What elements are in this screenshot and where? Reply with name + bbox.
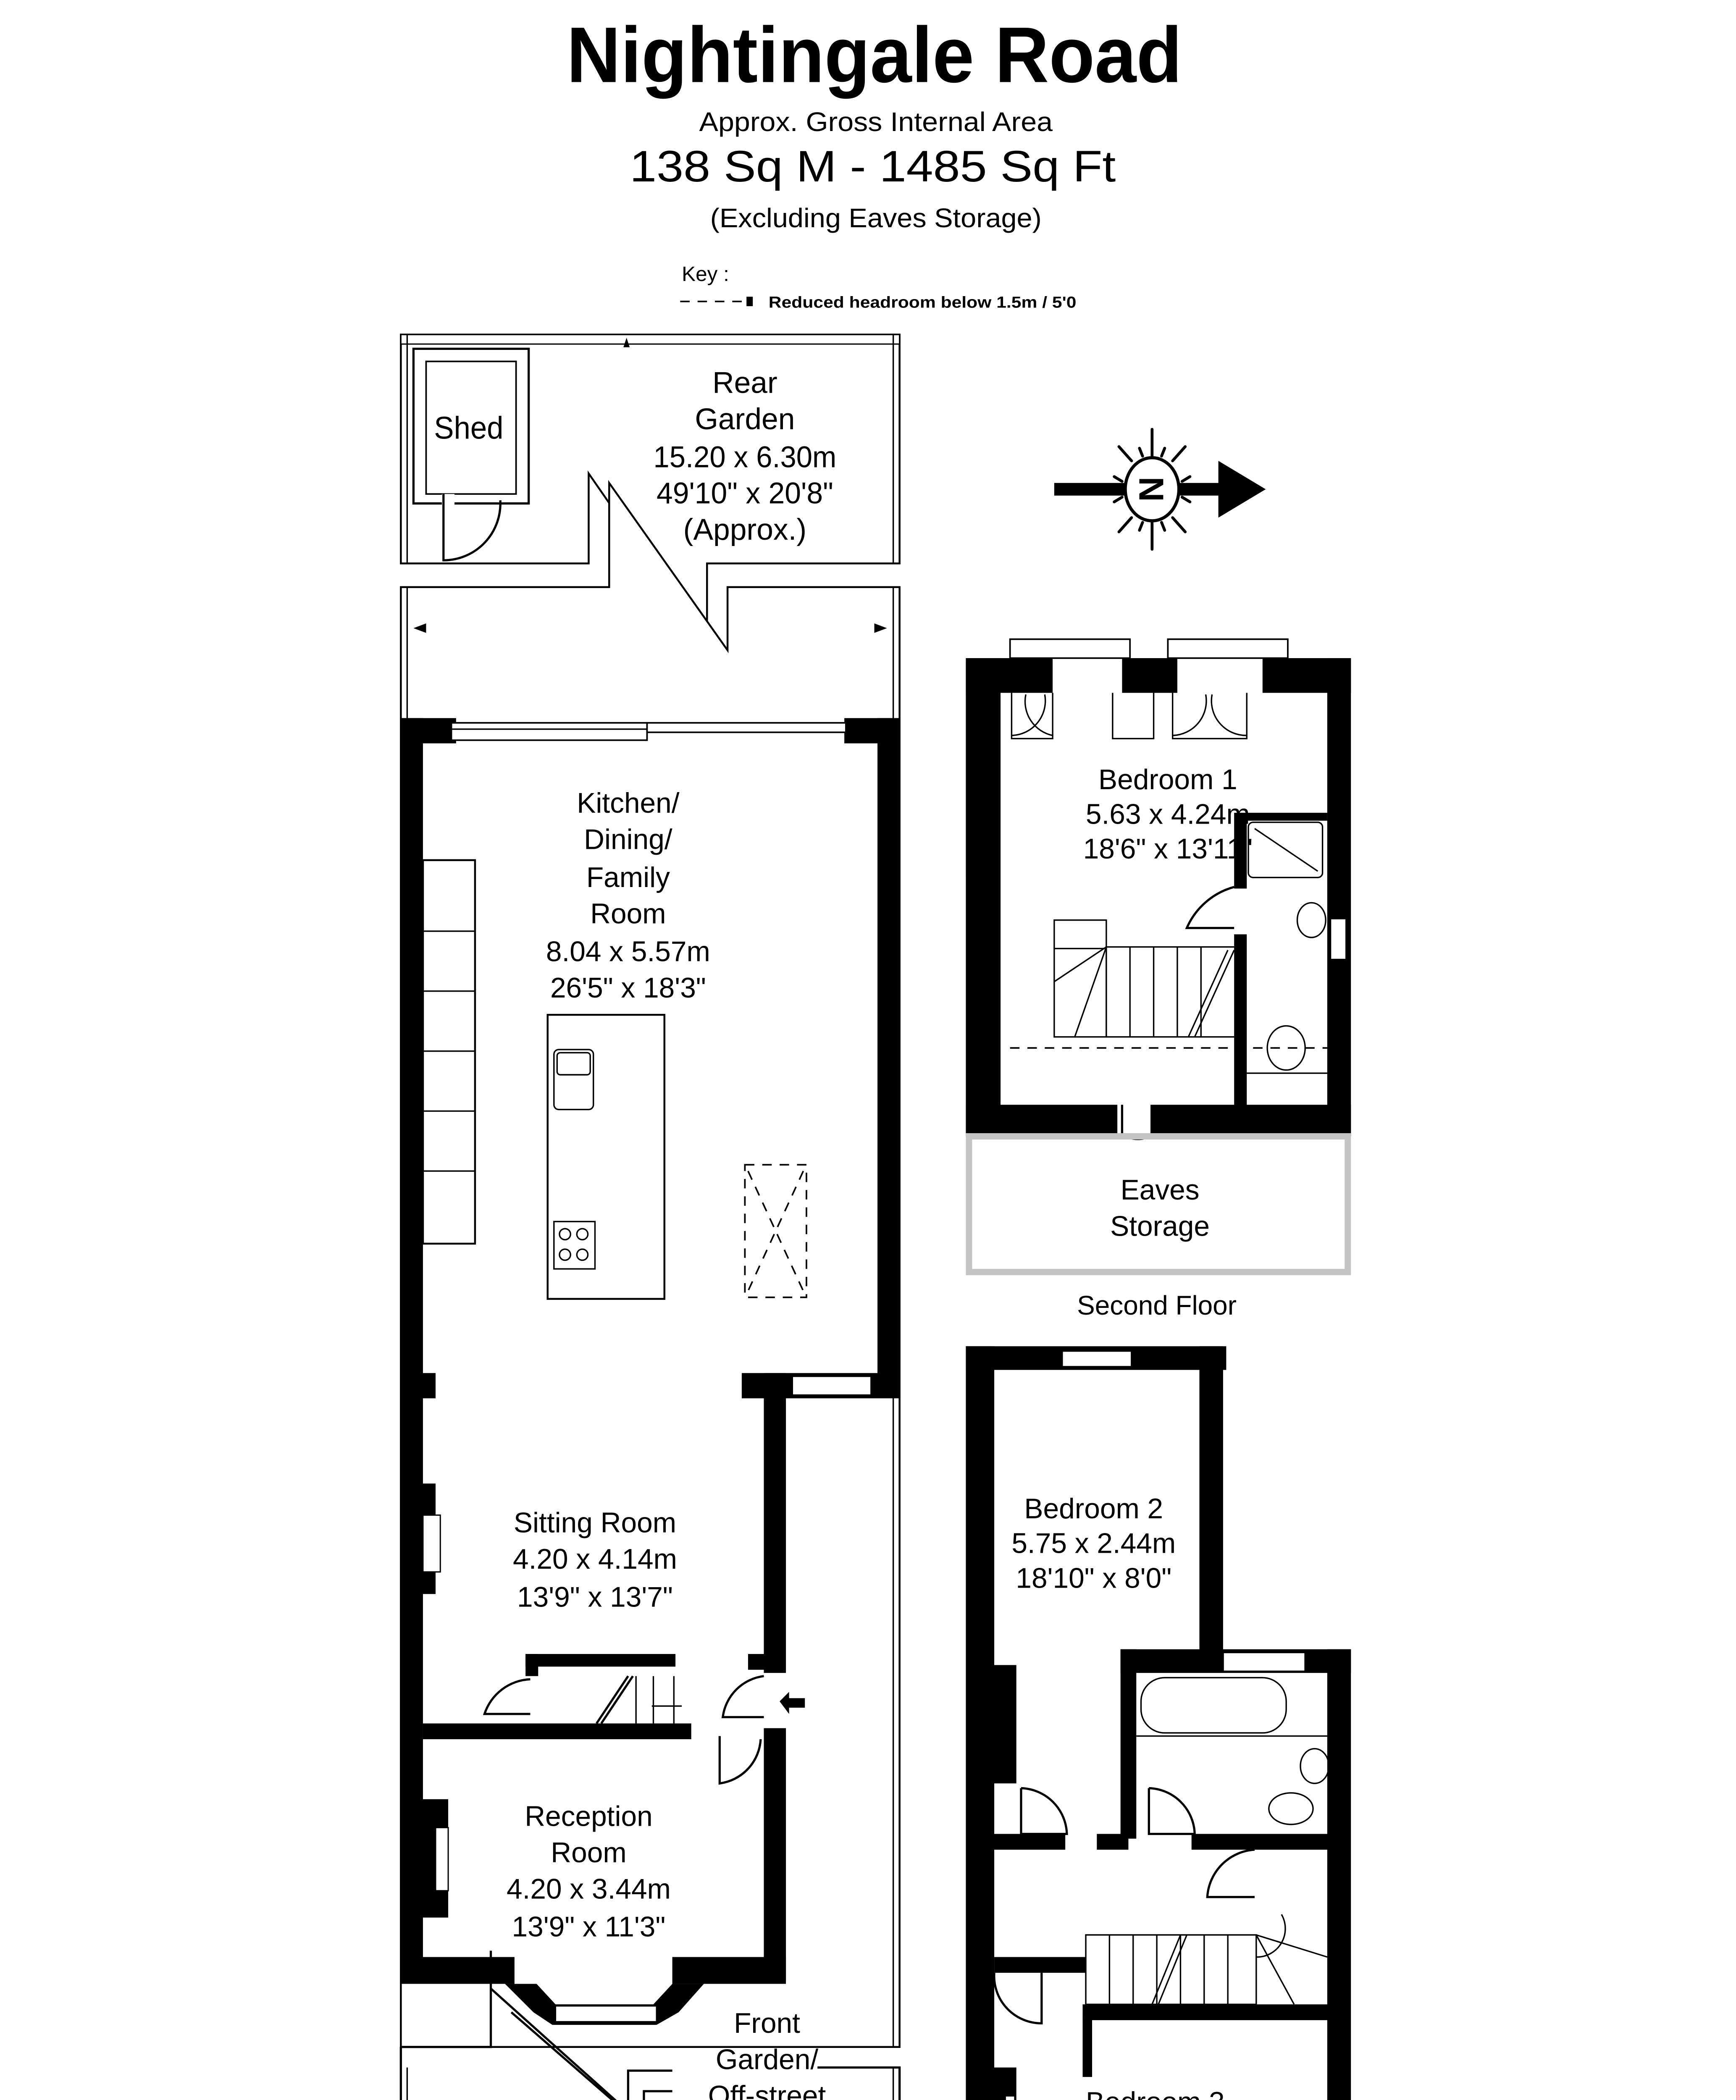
kitchen-name-2: Dining/ bbox=[584, 824, 672, 856]
entrance-arrow-icon bbox=[780, 1692, 805, 1714]
legend: Key : Reduced headroom below 1.5m / 5'0 bbox=[680, 263, 1076, 311]
first-floor-walls bbox=[966, 1346, 1351, 2100]
skylight-icon bbox=[744, 1164, 807, 1298]
key-description: Reduced headroom below 1.5m / 5'0 bbox=[769, 294, 1077, 311]
kitchen-name-1: Kitchen/ bbox=[577, 788, 680, 819]
kitchen-name-3: Family bbox=[586, 862, 670, 893]
sitting-metric: 4.20 x 4.14m bbox=[513, 1544, 677, 1575]
header: Nightingale Road Approx. Gross Internal … bbox=[567, 10, 1182, 233]
shed-label: Shed bbox=[434, 410, 503, 446]
bedroom1-imperial: 18'6" x 13'11" bbox=[1083, 833, 1253, 865]
second-floor-stairs bbox=[1010, 919, 1327, 1049]
sink-icon bbox=[553, 1049, 594, 1110]
bedroom3-name: Bedroom 3 bbox=[1086, 2087, 1225, 2100]
eaves-storage bbox=[966, 1133, 1351, 1276]
ground-stairs bbox=[483, 1675, 805, 1785]
reception-name-2: Room bbox=[551, 1837, 626, 1869]
wardrobes bbox=[1011, 693, 1248, 740]
rear-garden-note: (Approx.) bbox=[683, 513, 807, 546]
bedroom1-name: Bedroom 1 bbox=[1098, 764, 1237, 795]
ground-floor: Shed Rear Garden 15.20 x 6.30m 49'10" x … bbox=[399, 333, 901, 2100]
front-garden-name-2: Garden/ bbox=[716, 2044, 819, 2075]
bedroom2-name: Bedroom 2 bbox=[1024, 1493, 1163, 1525]
kitchen-name-4: Room bbox=[590, 898, 666, 929]
area-value: 138 Sq M - 1485 Sq Ft bbox=[630, 142, 1116, 191]
rear-garden-metric: 15.20 x 6.30m bbox=[654, 440, 837, 474]
key-label: Key : bbox=[682, 263, 729, 286]
eaves-name-1: Eaves bbox=[1121, 1174, 1200, 1206]
sitting-imperial: 13'9" x 13'7" bbox=[517, 1581, 673, 1613]
kitchen-metric: 8.04 x 5.57m bbox=[546, 936, 710, 967]
basin-icon bbox=[1296, 902, 1326, 938]
second-floor: Bedroom 1 5.63 x 4.24m 18'6" x 13'11" Ea… bbox=[966, 638, 1351, 1320]
sitting-name: Sitting Room bbox=[514, 1507, 676, 1539]
second-floor-walls bbox=[966, 638, 1351, 1137]
second-floor-label: Second Floor bbox=[1077, 1290, 1237, 1320]
reception-name-1: Reception bbox=[525, 1801, 652, 1832]
bedroom2-metric: 5.75 x 2.44m bbox=[1011, 1528, 1176, 1559]
bathroom bbox=[1136, 1677, 1330, 1825]
first-floor-doors bbox=[993, 1787, 1255, 2025]
toilet-icon bbox=[1268, 1792, 1314, 1825]
basin-icon bbox=[1300, 1748, 1330, 1784]
equals-symbol bbox=[746, 297, 753, 306]
shed: Shed bbox=[412, 347, 530, 562]
shower-icon bbox=[1248, 822, 1324, 878]
reception-imperial: 13'9" x 11'3" bbox=[512, 1911, 666, 1943]
rear-garden-name-2: Garden bbox=[695, 402, 795, 436]
rear-garden-imperial: 49'10" x 20'8" bbox=[657, 477, 833, 510]
front-garden-name-3: Off-street bbox=[708, 2080, 826, 2100]
hob-icon bbox=[553, 1221, 596, 1270]
north-compass-icon: N bbox=[1054, 428, 1266, 551]
front-garden-name-1: Front bbox=[734, 2008, 800, 2039]
reception-room-label: Reception Room 4.20 x 3.44m 13'9" x 11'3… bbox=[507, 1801, 671, 1943]
area-label: Approx. Gross Internal Area bbox=[699, 107, 1053, 137]
bath-icon bbox=[1140, 1677, 1287, 1734]
bedroom1-metric: 5.63 x 4.24m bbox=[1086, 799, 1250, 830]
kitchen-island bbox=[546, 1013, 666, 1300]
first-floor: Bedroom 2 5.75 x 2.44m 18'10" x 8'0" Bed… bbox=[966, 1346, 1351, 2100]
front-garden: Bin Store Front Garden/ Off-street Parki… bbox=[399, 1950, 901, 2100]
compass-letter: N bbox=[1132, 477, 1171, 502]
ensuite bbox=[1185, 822, 1327, 1074]
reception-metric: 4.20 x 3.44m bbox=[507, 1874, 671, 1905]
eaves-name-2: Storage bbox=[1110, 1210, 1210, 1242]
kitchen-imperial: 26'5" x 18'3" bbox=[550, 972, 706, 1004]
rear-garden: Shed Rear Garden 15.20 x 6.30m 49'10" x … bbox=[400, 333, 901, 647]
kitchen-label: Kitchen/ Dining/ Family Room 8.04 x 5.57… bbox=[546, 788, 710, 1004]
area-note: (Excluding Eaves Storage) bbox=[710, 203, 1042, 233]
page-title: Nightingale Road bbox=[567, 10, 1182, 99]
first-floor-stairs bbox=[1085, 1914, 1328, 2005]
kitchen-units bbox=[422, 859, 807, 1300]
rear-garden-name-1: Rear bbox=[712, 366, 777, 400]
sitting-room-label: Sitting Room 4.20 x 4.14m 13'9" x 13'7" bbox=[513, 1507, 677, 1613]
bedroom2-imperial: 18'10" x 8'0" bbox=[1016, 1562, 1171, 1594]
